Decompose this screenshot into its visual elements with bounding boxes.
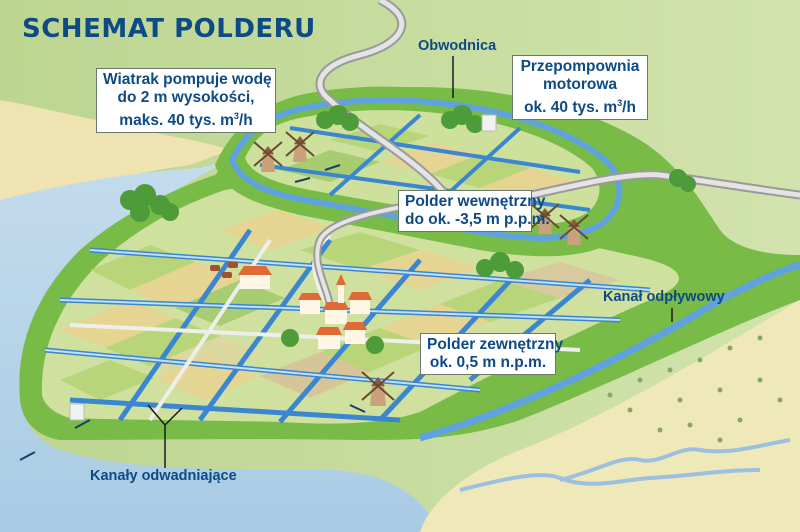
callout-inner-polder: Polder wewnętrzny do ok. -3,5 m p.p.m. <box>398 190 550 232</box>
callout-line: Polder wewnętrzny <box>405 193 546 210</box>
diagram-title: SCHEMAT POLDERU <box>22 14 316 44</box>
callout-line: Polder zewnętrzny <box>427 336 564 353</box>
sea <box>0 160 440 532</box>
callout-line: Przepompownia <box>520 58 640 75</box>
beach-north <box>0 100 230 210</box>
callout-line: Wiatrak pompuje wodę <box>103 71 272 88</box>
label-drainage-canals: Kanały odwadniające <box>90 468 237 484</box>
callout-line: maks. 40 tys. m3/h <box>119 111 253 129</box>
label-outflow-canal: Kanał odpływowy <box>603 289 725 305</box>
callout-line: do 2 m wysokości, <box>117 89 255 106</box>
callout-pumping-station: Przepompownia motorowa ok. 40 tys. m3/h <box>512 55 648 120</box>
cows <box>210 262 238 278</box>
stream <box>459 468 761 492</box>
callout-line: ok. 40 tys. m3/h <box>524 98 636 116</box>
callout-line: do ok. -3,5 m p.p.m. <box>405 211 550 228</box>
reed-dots <box>607 335 783 443</box>
ring-canal <box>228 97 623 241</box>
stream <box>559 438 791 482</box>
callout-outer-polder: Polder zewnętrzny ok. 0,5 m n.p.m. <box>420 333 564 375</box>
flow-arrows <box>19 164 366 461</box>
label-ring-dike: Obwodnica <box>418 38 497 54</box>
outflow-canal <box>419 261 800 442</box>
sluice-building <box>69 403 85 421</box>
callout-line: motorowa <box>542 76 618 93</box>
tree-clusters <box>120 105 696 354</box>
callout-windmill: Wiatrak pompuje wodę do 2 m wysokości, m… <box>96 68 276 133</box>
village <box>238 266 372 349</box>
windmills <box>253 131 589 406</box>
leader-lines <box>147 56 673 468</box>
callout-line: ok. 0,5 m n.p.m. <box>429 354 547 371</box>
pumping-station-building <box>481 114 497 132</box>
